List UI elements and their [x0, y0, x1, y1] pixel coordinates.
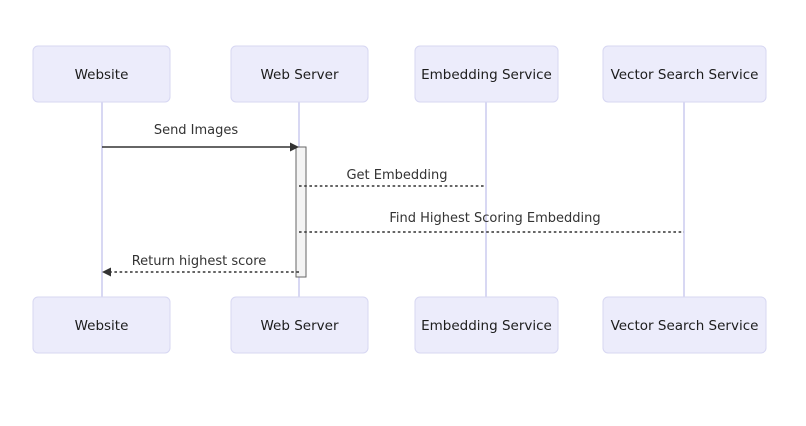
participant-box-bottom-vector-search-service[interactable] [602, 296, 767, 354]
participant-box-top-vector-search-service[interactable] [602, 45, 767, 103]
participant-box-bottom-embedding-service[interactable] [414, 296, 559, 354]
message-send-images: Send Images [102, 123, 299, 152]
message-label-find-highest-scoring-embedding: Find Highest Scoring Embedding [389, 211, 600, 226]
activations-layer [295, 146, 307, 278]
participant-top-embedding-service[interactable]: Embedding Service [414, 45, 559, 103]
participant-box-bottom-web-server[interactable] [230, 296, 369, 354]
participant-bottom-embedding-service[interactable]: Embedding Service [414, 296, 559, 354]
message-label-get-embedding: Get Embedding [346, 168, 447, 183]
message-label-return-highest-score: Return highest score [132, 254, 267, 269]
participant-label-top-embedding-service: Embedding Service [421, 67, 552, 83]
participant-box-top-web-server[interactable] [230, 45, 369, 103]
participant-bottom-web-server[interactable]: Web Server [230, 296, 369, 354]
message-get-embedding: Get Embedding [299, 168, 486, 187]
participant-label-bottom-website: Website [75, 318, 129, 334]
participant-top-website[interactable]: Website [32, 45, 171, 103]
participant-box-bottom-website[interactable] [32, 296, 171, 354]
participant-label-bottom-embedding-service: Embedding Service [421, 318, 552, 334]
participant-bottom-website[interactable]: Website [32, 296, 171, 354]
participant-label-bottom-web-server: Web Server [261, 318, 339, 334]
message-arrowhead-send-images [290, 142, 299, 152]
participant-label-top-website: Website [75, 67, 129, 83]
participant-top-web-server[interactable]: Web Server [230, 45, 369, 103]
message-return-highest-score: Return highest score [102, 254, 299, 277]
message-find-highest-scoring-embedding: Find Highest Scoring Embedding [299, 211, 684, 233]
message-label-send-images: Send Images [154, 123, 239, 138]
participant-label-top-web-server: Web Server [261, 67, 339, 83]
participant-box-top-website[interactable] [32, 45, 171, 103]
participant-bottom-vector-search-service[interactable]: Vector Search Service [602, 296, 767, 354]
participant-top-vector-search-service[interactable]: Vector Search Service [602, 45, 767, 103]
activation-bar-web-server [295, 146, 307, 278]
participant-label-top-vector-search-service: Vector Search Service [611, 67, 759, 83]
message-arrowhead-return-highest-score [102, 267, 111, 277]
participant-label-bottom-vector-search-service: Vector Search Service [611, 318, 759, 334]
participant-box-top-embedding-service[interactable] [414, 45, 559, 103]
